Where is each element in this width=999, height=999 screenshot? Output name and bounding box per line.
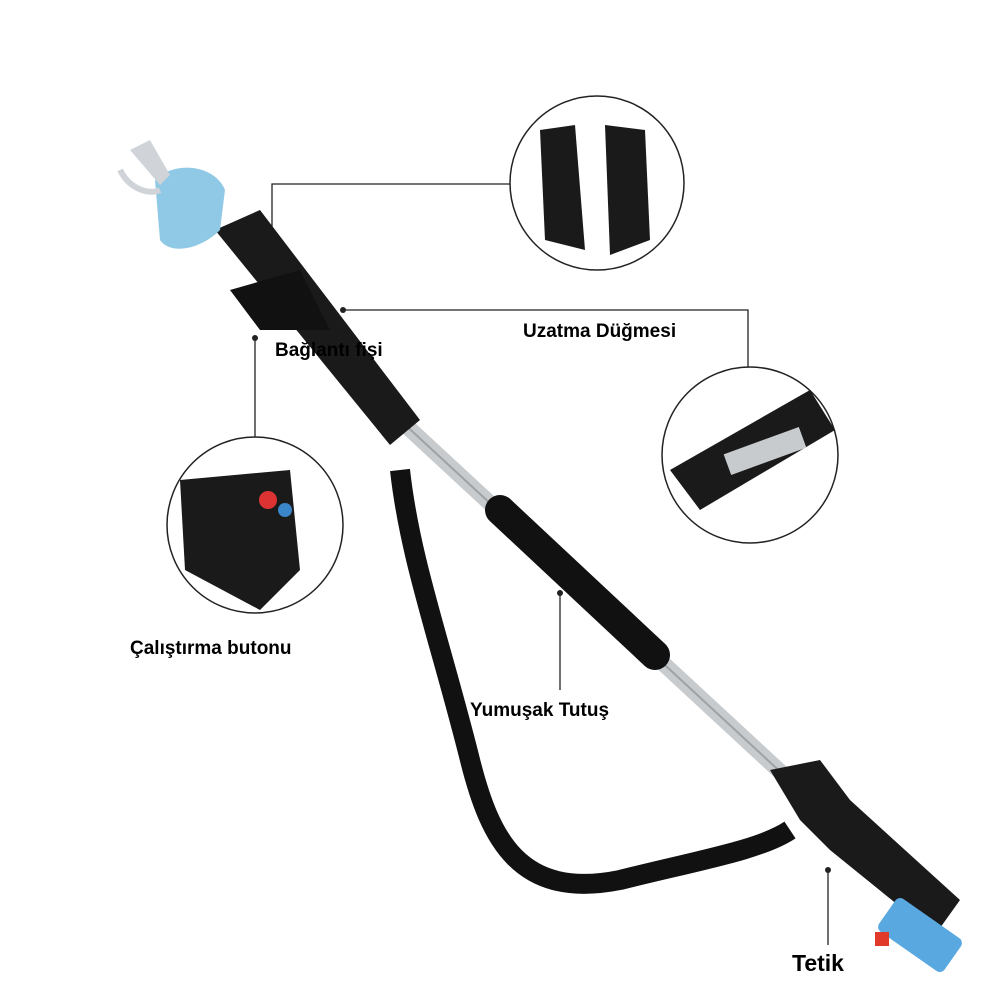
leader-lines <box>254 183 829 945</box>
cutting-head <box>155 167 225 249</box>
label-connector-plug: Bağlantı fişi <box>275 340 383 361</box>
blade <box>130 140 170 185</box>
battery <box>878 898 962 972</box>
leader-connector-plug <box>271 183 510 232</box>
label-trigger: Tetik <box>792 950 844 976</box>
label-extension-button: Uzatma Düğmesi <box>523 321 677 342</box>
soft-grip-foam <box>485 495 670 670</box>
handle <box>770 760 960 935</box>
leader-extension-button <box>343 309 749 368</box>
label-start-button: Çalıştırma butonu <box>130 638 292 659</box>
detail-left <box>166 436 344 614</box>
detail-top <box>509 95 685 271</box>
label-soft-grip: Yumuşak Tutuş <box>470 700 610 721</box>
shoulder-strap <box>390 468 796 894</box>
detail-right <box>661 366 839 544</box>
